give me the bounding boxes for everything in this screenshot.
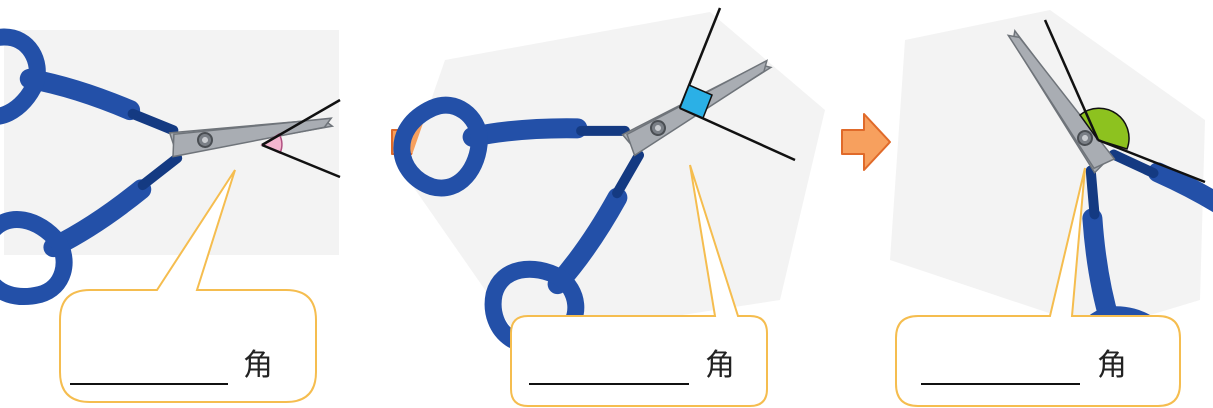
angle-suffix-text: 角 (243, 348, 273, 383)
panel-obtuse: 角 (890, 0, 1213, 407)
panel-right: 角 (388, 0, 834, 406)
angle-suffix-text: 角 (1097, 348, 1127, 383)
angle-suffix-text: 角 (705, 348, 735, 383)
right-arrow-icon (842, 114, 890, 170)
panel-acute: 角 (0, 0, 350, 402)
photo-background (4, 30, 339, 255)
